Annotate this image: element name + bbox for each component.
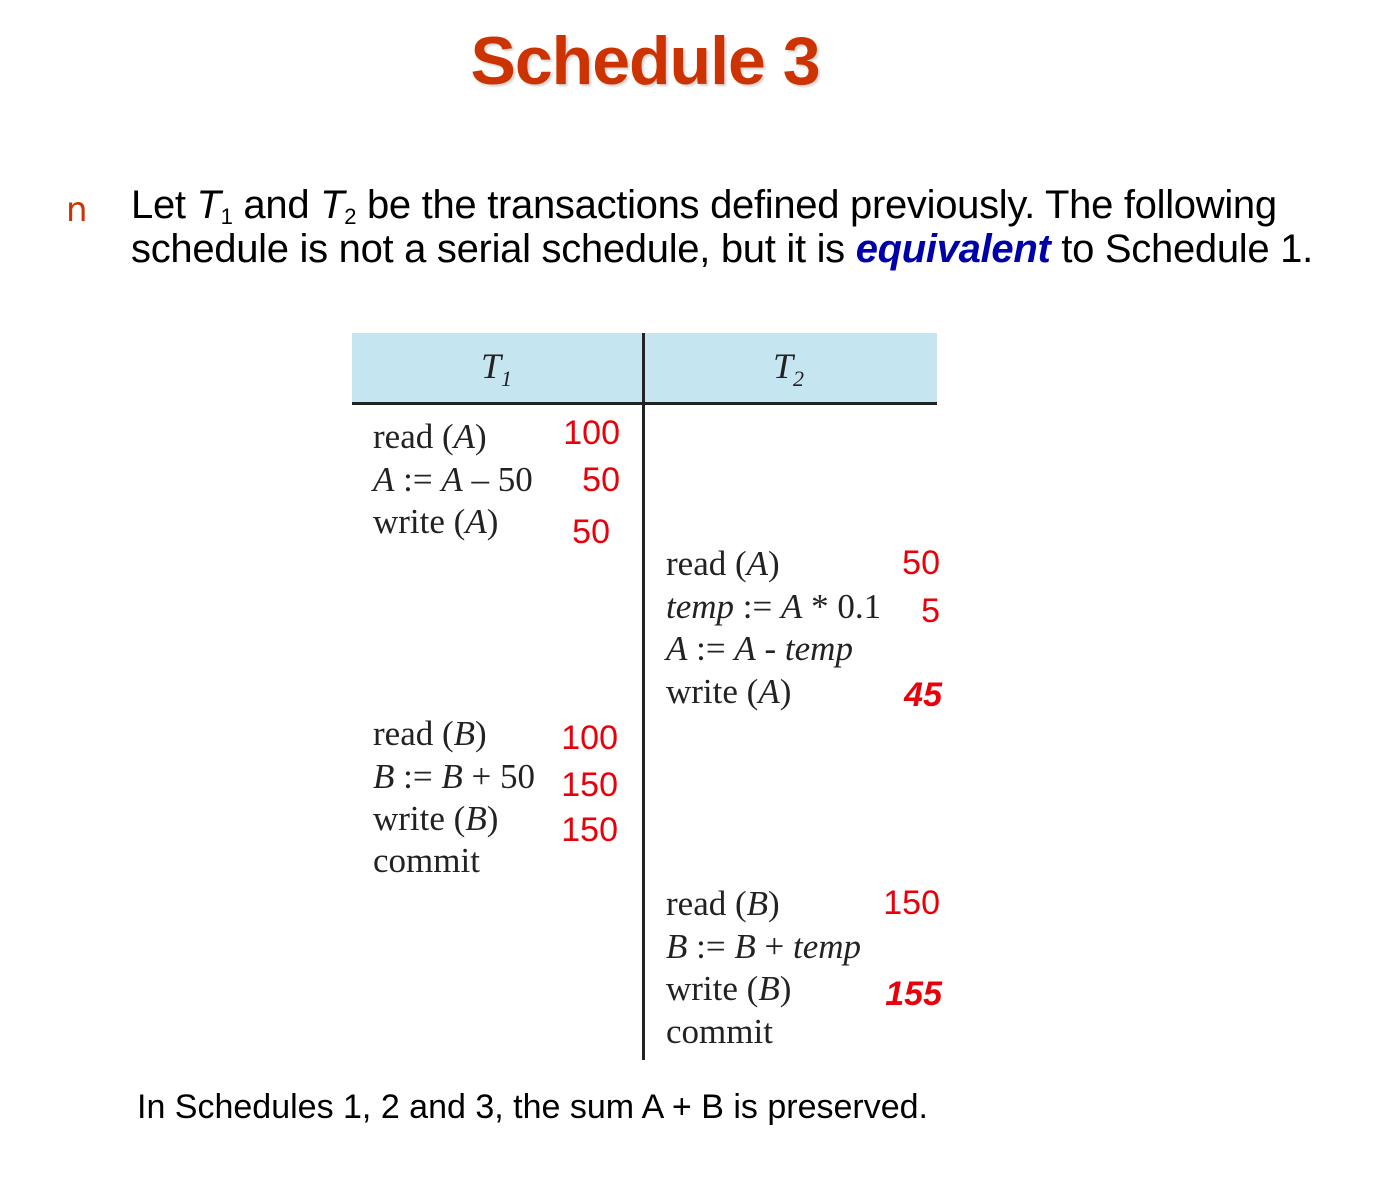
footer-note: In Schedules 1, 2 and 3, the sum A + B i…: [137, 1088, 928, 1126]
t2-op-read-a: read (A): [666, 544, 780, 583]
t1-val-b-plus-50: 150: [561, 766, 618, 804]
t2-val-write-b: 155: [885, 975, 942, 1013]
t2-op-b-plus-temp: B := B + temp: [666, 927, 862, 966]
column-divider: [642, 333, 645, 1060]
t2-op-write-a: write (A): [666, 672, 792, 711]
t2-op-commit: commit: [666, 1012, 773, 1051]
t1-op-read-b: read (B): [373, 714, 487, 753]
t1-op-write-a: write (A): [373, 502, 499, 541]
t1-symbol: T1: [196, 183, 233, 229]
t1-op-a-minus-50: A := A – 50: [373, 460, 533, 499]
t1-val-write-b: 150: [561, 811, 618, 849]
t2-val-write-a: 45: [904, 676, 942, 714]
t1-op-commit: commit: [373, 841, 480, 880]
column-header-t1: T1: [481, 346, 513, 391]
t1-val-read-a: 100: [563, 414, 620, 452]
t2-op-a-minus-temp: A := A - temp: [666, 629, 853, 668]
intro-paragraph: Let T1 and T2 be the transactions define…: [131, 183, 1313, 271]
t2-op-write-b: write (B): [666, 969, 792, 1008]
t1-op-write-b: write (B): [373, 799, 499, 838]
bullet-marker: n: [66, 190, 88, 230]
t2-val-temp: 5: [921, 592, 940, 630]
t1-op-b-plus-50: B := B + 50: [373, 757, 535, 796]
t2-op-temp: temp := A * 0.1: [666, 587, 882, 626]
slide-title: Schedule 3: [470, 23, 820, 99]
equivalent-emphasis: equivalent: [855, 227, 1051, 271]
t2-symbol: T2: [320, 183, 357, 229]
column-header-t2: T2: [773, 346, 805, 391]
t1-op-read-a: read (A): [373, 417, 487, 456]
t1-val-read-b: 100: [561, 719, 618, 757]
t1-val-write-a: 50: [572, 513, 610, 551]
t2-val-read-b: 150: [883, 884, 940, 922]
t1-val-a-minus-50: 50: [582, 461, 620, 499]
t2-val-read-a: 50: [902, 544, 940, 582]
t2-op-read-b: read (B): [666, 884, 780, 923]
